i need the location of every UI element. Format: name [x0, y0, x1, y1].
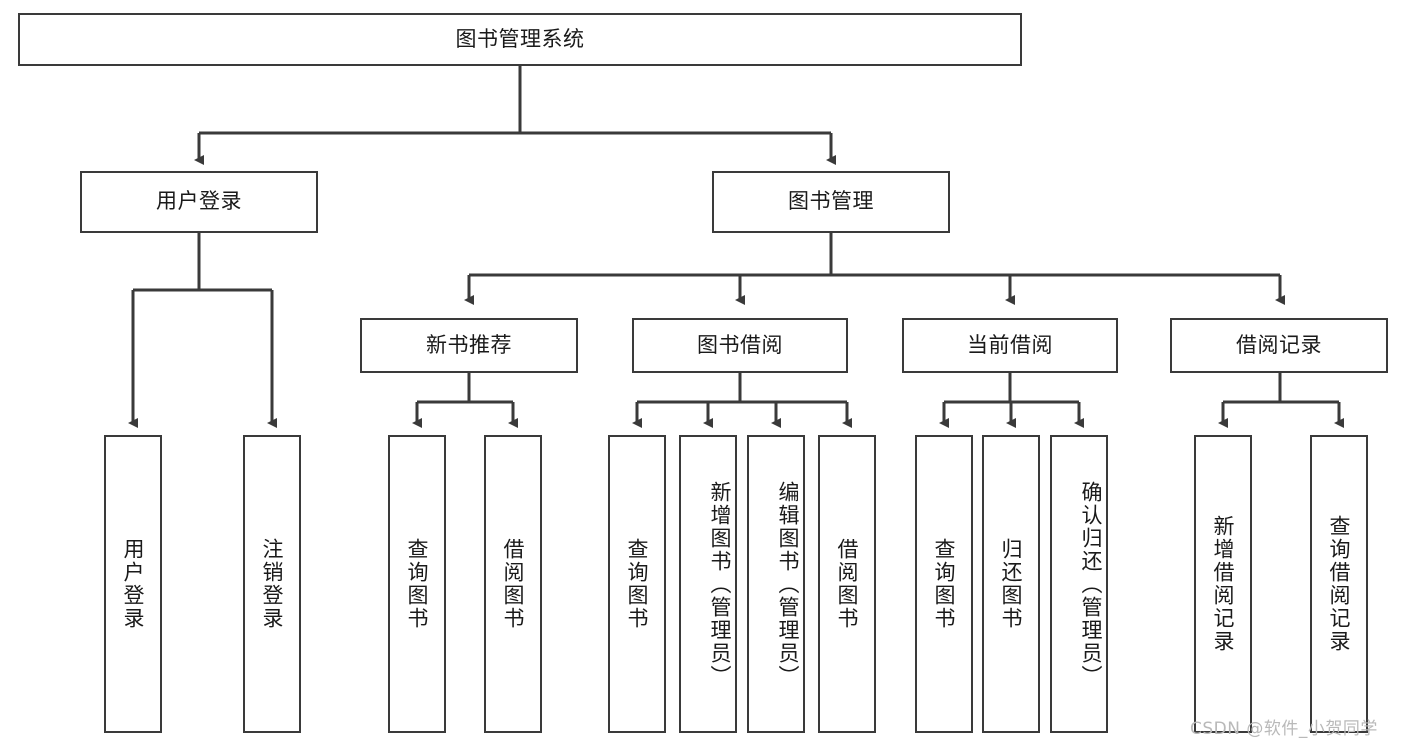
leaf-query-borrow-record[interactable]: 查询借阅记录	[1310, 435, 1368, 733]
leaf-confirm-return-admin[interactable]: 确认归还（管理员）	[1050, 435, 1108, 733]
node-root-system[interactable]: 图书管理系统	[18, 13, 1022, 66]
leaf-add-borrow-record[interactable]: 新增借阅记录	[1194, 435, 1252, 733]
node-user-login[interactable]: 用户登录	[80, 171, 318, 233]
leaf-query-book-borrow[interactable]: 查询图书	[608, 435, 666, 733]
node-new-book-recommend[interactable]: 新书推荐	[360, 318, 578, 373]
leaf-add-book-admin[interactable]: 新增图书（管理员）	[679, 435, 737, 733]
leaf-borrow-book-recommend[interactable]: 借阅图书	[484, 435, 542, 733]
leaf-logout-login[interactable]: 注销登录	[243, 435, 301, 733]
node-book-manage[interactable]: 图书管理	[712, 171, 950, 233]
node-current-borrow[interactable]: 当前借阅	[902, 318, 1118, 373]
leaf-query-book-recommend[interactable]: 查询图书	[388, 435, 446, 733]
leaf-user-login[interactable]: 用户登录	[104, 435, 162, 733]
leaf-edit-book-admin[interactable]: 编辑图书（管理员）	[747, 435, 805, 733]
node-book-borrow[interactable]: 图书借阅	[632, 318, 848, 373]
node-borrow-record[interactable]: 借阅记录	[1170, 318, 1388, 373]
leaf-return-book[interactable]: 归还图书	[982, 435, 1040, 733]
csdn-watermark: CSDN @软件_小贺同学	[1190, 719, 1378, 739]
leaf-borrow-book-borrow[interactable]: 借阅图书	[818, 435, 876, 733]
leaf-query-book-current[interactable]: 查询图书	[915, 435, 973, 733]
